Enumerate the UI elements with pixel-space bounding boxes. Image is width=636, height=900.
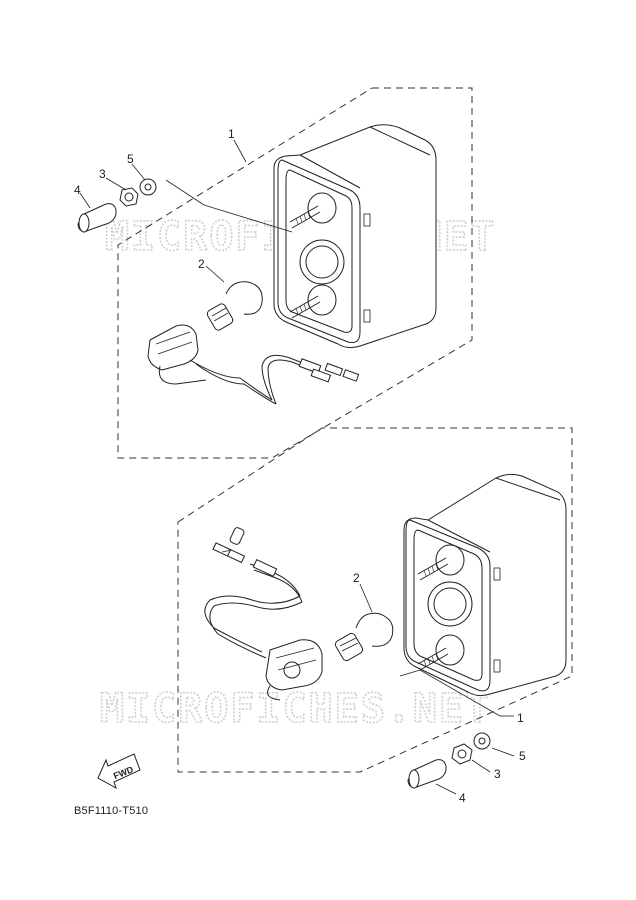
lower-stud-bottom (417, 647, 449, 671)
upper-callout-spacer: 4 (74, 183, 81, 197)
upper-nut (119, 187, 139, 207)
lower-spacer (407, 759, 447, 789)
fwd-arrow-icon: FWD (97, 753, 141, 790)
lower-assembly: 1 2 3 4 5 (177, 427, 573, 805)
lower-callout-spacer: 4 (459, 791, 466, 805)
upper-washer (139, 178, 157, 196)
lower-callout-bulb: 2 (353, 571, 360, 585)
lower-stud-top (417, 557, 449, 581)
lower-nut (451, 743, 473, 765)
upper-tail-lamp-housing (273, 124, 437, 349)
upper-callout-bulb: 2 (198, 257, 205, 271)
upper-bulb (206, 281, 263, 331)
lower-callout-nut: 3 (494, 767, 501, 781)
lower-socket-harness (204, 527, 323, 701)
lower-callout-housing: 1 (517, 711, 524, 725)
upper-spacer (77, 203, 117, 233)
lower-tail-lamp-housing (403, 473, 567, 697)
upper-assembly: 1 2 3 4 5 (74, 87, 473, 459)
upper-callout-nut: 3 (99, 167, 106, 181)
upper-stud-top (289, 205, 321, 229)
upper-socket-harness (147, 324, 360, 405)
upper-callout-washer: 5 (127, 152, 134, 166)
upper-callout-housing: 1 (228, 127, 235, 141)
watermark-bottom: MICROFICHES.NET (100, 686, 491, 732)
upper-dashed-boundary (117, 87, 473, 459)
lower-washer (473, 732, 491, 750)
upper-stud-bottom (289, 295, 321, 319)
lower-dashed-boundary (177, 427, 573, 773)
lower-callout-washer: 5 (519, 749, 526, 763)
lower-bulb (334, 612, 394, 662)
diagram-code: B5F1110-T510 (74, 805, 148, 817)
